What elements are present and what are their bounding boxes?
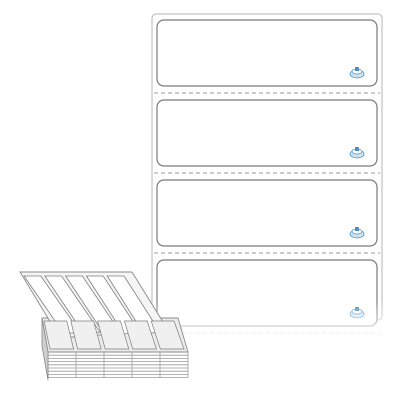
stack-label-strip (97, 320, 130, 350)
stack-label-strip (123, 320, 157, 350)
stack-side (41, 317, 49, 381)
roll-logo-icon (349, 227, 365, 239)
fanfold-stack (19, 271, 189, 381)
label-row (156, 179, 378, 247)
stack-label-strip (150, 320, 185, 350)
sheet-fade (150, 300, 386, 340)
roll-logo-icon (349, 147, 365, 159)
label-row (156, 19, 378, 87)
stack-label-strip (70, 320, 102, 350)
label-rows (154, 19, 380, 334)
label-outline (156, 179, 378, 247)
label-row (156, 99, 378, 167)
roll-logo-icon (349, 67, 365, 79)
stack-label-strip (43, 320, 75, 350)
label-outline (156, 19, 378, 87)
stack-label-strip (44, 275, 101, 335)
label-outline (156, 99, 378, 167)
